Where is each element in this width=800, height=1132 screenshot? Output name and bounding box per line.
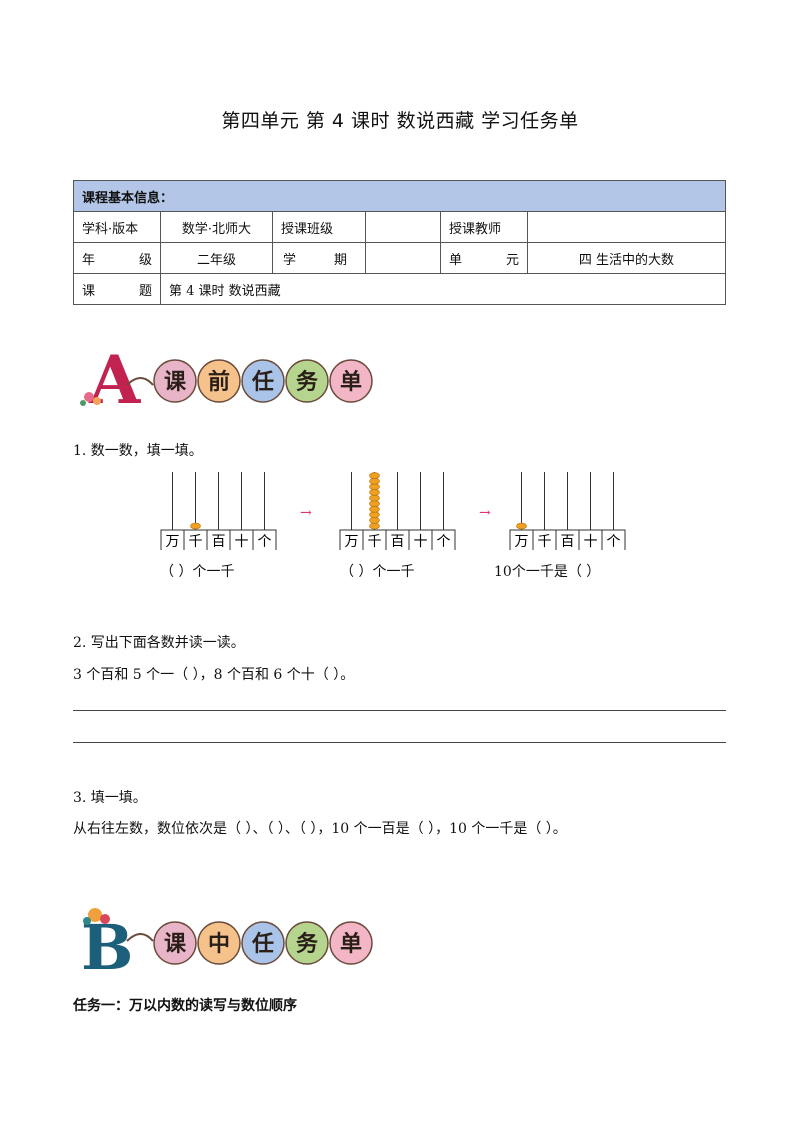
place-label: 个 — [437, 534, 451, 550]
abacus-bead — [369, 500, 380, 507]
question-3: 3. 填一填。 — [73, 790, 147, 806]
place-label: 千 — [189, 534, 203, 550]
abacus-bead — [369, 505, 380, 513]
question-3-sub: 从右往左数，数位依次是（ ）、（ ）、（ ），10 个一百是（ ），10 个一千… — [73, 821, 567, 837]
place-label: 百 — [212, 534, 226, 550]
table-header: 课程基本信息： — [73, 180, 726, 212]
cell-grade-label: 年级 — [73, 242, 161, 274]
banner-char: 课 — [164, 932, 187, 957]
banner-char: 单 — [340, 932, 362, 957]
course-info-table: 课程基本信息： 学科·版本 数学·北师大 授课班级 授课教师 年级 二年级 学期… — [73, 180, 726, 305]
cell-unit-label: 单元 — [440, 242, 528, 274]
place-box — [252, 529, 277, 550]
banner-circle — [197, 921, 241, 965]
page-title: 第四单元 第 4 课时 数说西藏 学习任务单 — [221, 110, 579, 132]
question-2: 2. 写出下面各数并读一读。 — [73, 635, 245, 651]
arrow-icon: → — [300, 505, 312, 521]
banner-char: 课 — [164, 370, 187, 395]
cell: 授课教师 — [440, 211, 528, 243]
place-box — [601, 529, 626, 550]
place-label: 十 — [414, 534, 428, 550]
cell: 学科·版本 — [73, 211, 161, 243]
banner-circle — [329, 921, 373, 965]
cell[interactable] — [365, 242, 441, 274]
banner-char: 前 — [208, 369, 230, 395]
banner-char: 务 — [296, 932, 319, 957]
place-label: 千 — [538, 534, 552, 550]
place-label: 百 — [561, 534, 575, 550]
banner-circle — [241, 921, 285, 965]
banner-in-class: B 课中任务单 — [75, 905, 395, 984]
caption-1: （ ）个一千 — [160, 564, 235, 580]
place-label: 个 — [607, 534, 621, 550]
abacus-bead — [190, 522, 201, 530]
cell: 四 生活中的大数 — [527, 242, 726, 274]
cell-topic-label: 课题 — [73, 273, 161, 305]
cell: 第 4 课时 数说西藏 — [160, 273, 726, 305]
answer-line[interactable] — [73, 742, 726, 743]
cell[interactable] — [527, 211, 726, 243]
place-label: 十 — [584, 534, 598, 550]
abacus-bead — [369, 494, 380, 502]
banner-circle — [285, 359, 329, 403]
cell: 二年级 — [160, 242, 273, 274]
abacus-1: 万千百十个 — [160, 472, 277, 550]
arrow-icon: → — [479, 505, 491, 521]
place-label: 千 — [368, 534, 382, 550]
abacus-bead — [369, 489, 380, 496]
caption-3: 10个一千是（ ） — [494, 564, 601, 580]
banner-char: 单 — [340, 370, 362, 395]
banner-circle — [329, 359, 373, 403]
banner-char: 中 — [208, 932, 230, 957]
caption-2: （ ）个一千 — [340, 564, 415, 580]
banner-char: 任 — [251, 369, 274, 395]
abacus-2: 万千百十个 — [339, 472, 456, 550]
banner-circle — [241, 359, 285, 403]
cell-term-label: 学期 — [272, 242, 366, 274]
abacus-bead — [369, 483, 380, 491]
place-label: 个 — [258, 534, 272, 550]
banner-circle — [153, 359, 197, 403]
banner-circle — [197, 359, 241, 403]
banner-a-graphic: A 课前任务单 — [80, 341, 373, 419]
abacus-bead — [369, 517, 380, 524]
banner-char: 务 — [296, 370, 319, 395]
place-label: 万 — [515, 534, 529, 550]
place-label: 百 — [391, 534, 405, 550]
place-label: 十 — [235, 534, 249, 550]
question-1: 1. 数一数，填一填。 — [73, 443, 203, 459]
abacus-bead — [369, 472, 380, 479]
banner-char: 任 — [251, 931, 274, 957]
answer-line[interactable] — [73, 710, 726, 711]
task-1-heading: 任务一：万以内数的读写与数位顺序 — [73, 998, 297, 1014]
place-box — [431, 529, 456, 550]
banner-b-graphic: B 课中任务单 — [81, 908, 373, 984]
abacus-3: 万千百十个 — [509, 472, 626, 550]
place-label: 万 — [345, 534, 359, 550]
banner-circle — [153, 921, 197, 965]
banner-circle — [285, 921, 329, 965]
cell: 授课班级 — [272, 211, 366, 243]
cell: 数学·北师大 — [160, 211, 273, 243]
abacus-bead — [369, 477, 380, 485]
cell[interactable] — [365, 211, 441, 243]
banner-pre-class: A 课前任务单 — [75, 341, 395, 419]
question-2-sub: 3 个百和 5 个一（ ），8 个百和 6 个十（ ）。 — [73, 667, 355, 683]
abacus-bead — [516, 522, 527, 530]
abacus-bead — [369, 511, 380, 519]
abacus-bead — [369, 522, 380, 530]
place-label: 万 — [166, 534, 180, 550]
